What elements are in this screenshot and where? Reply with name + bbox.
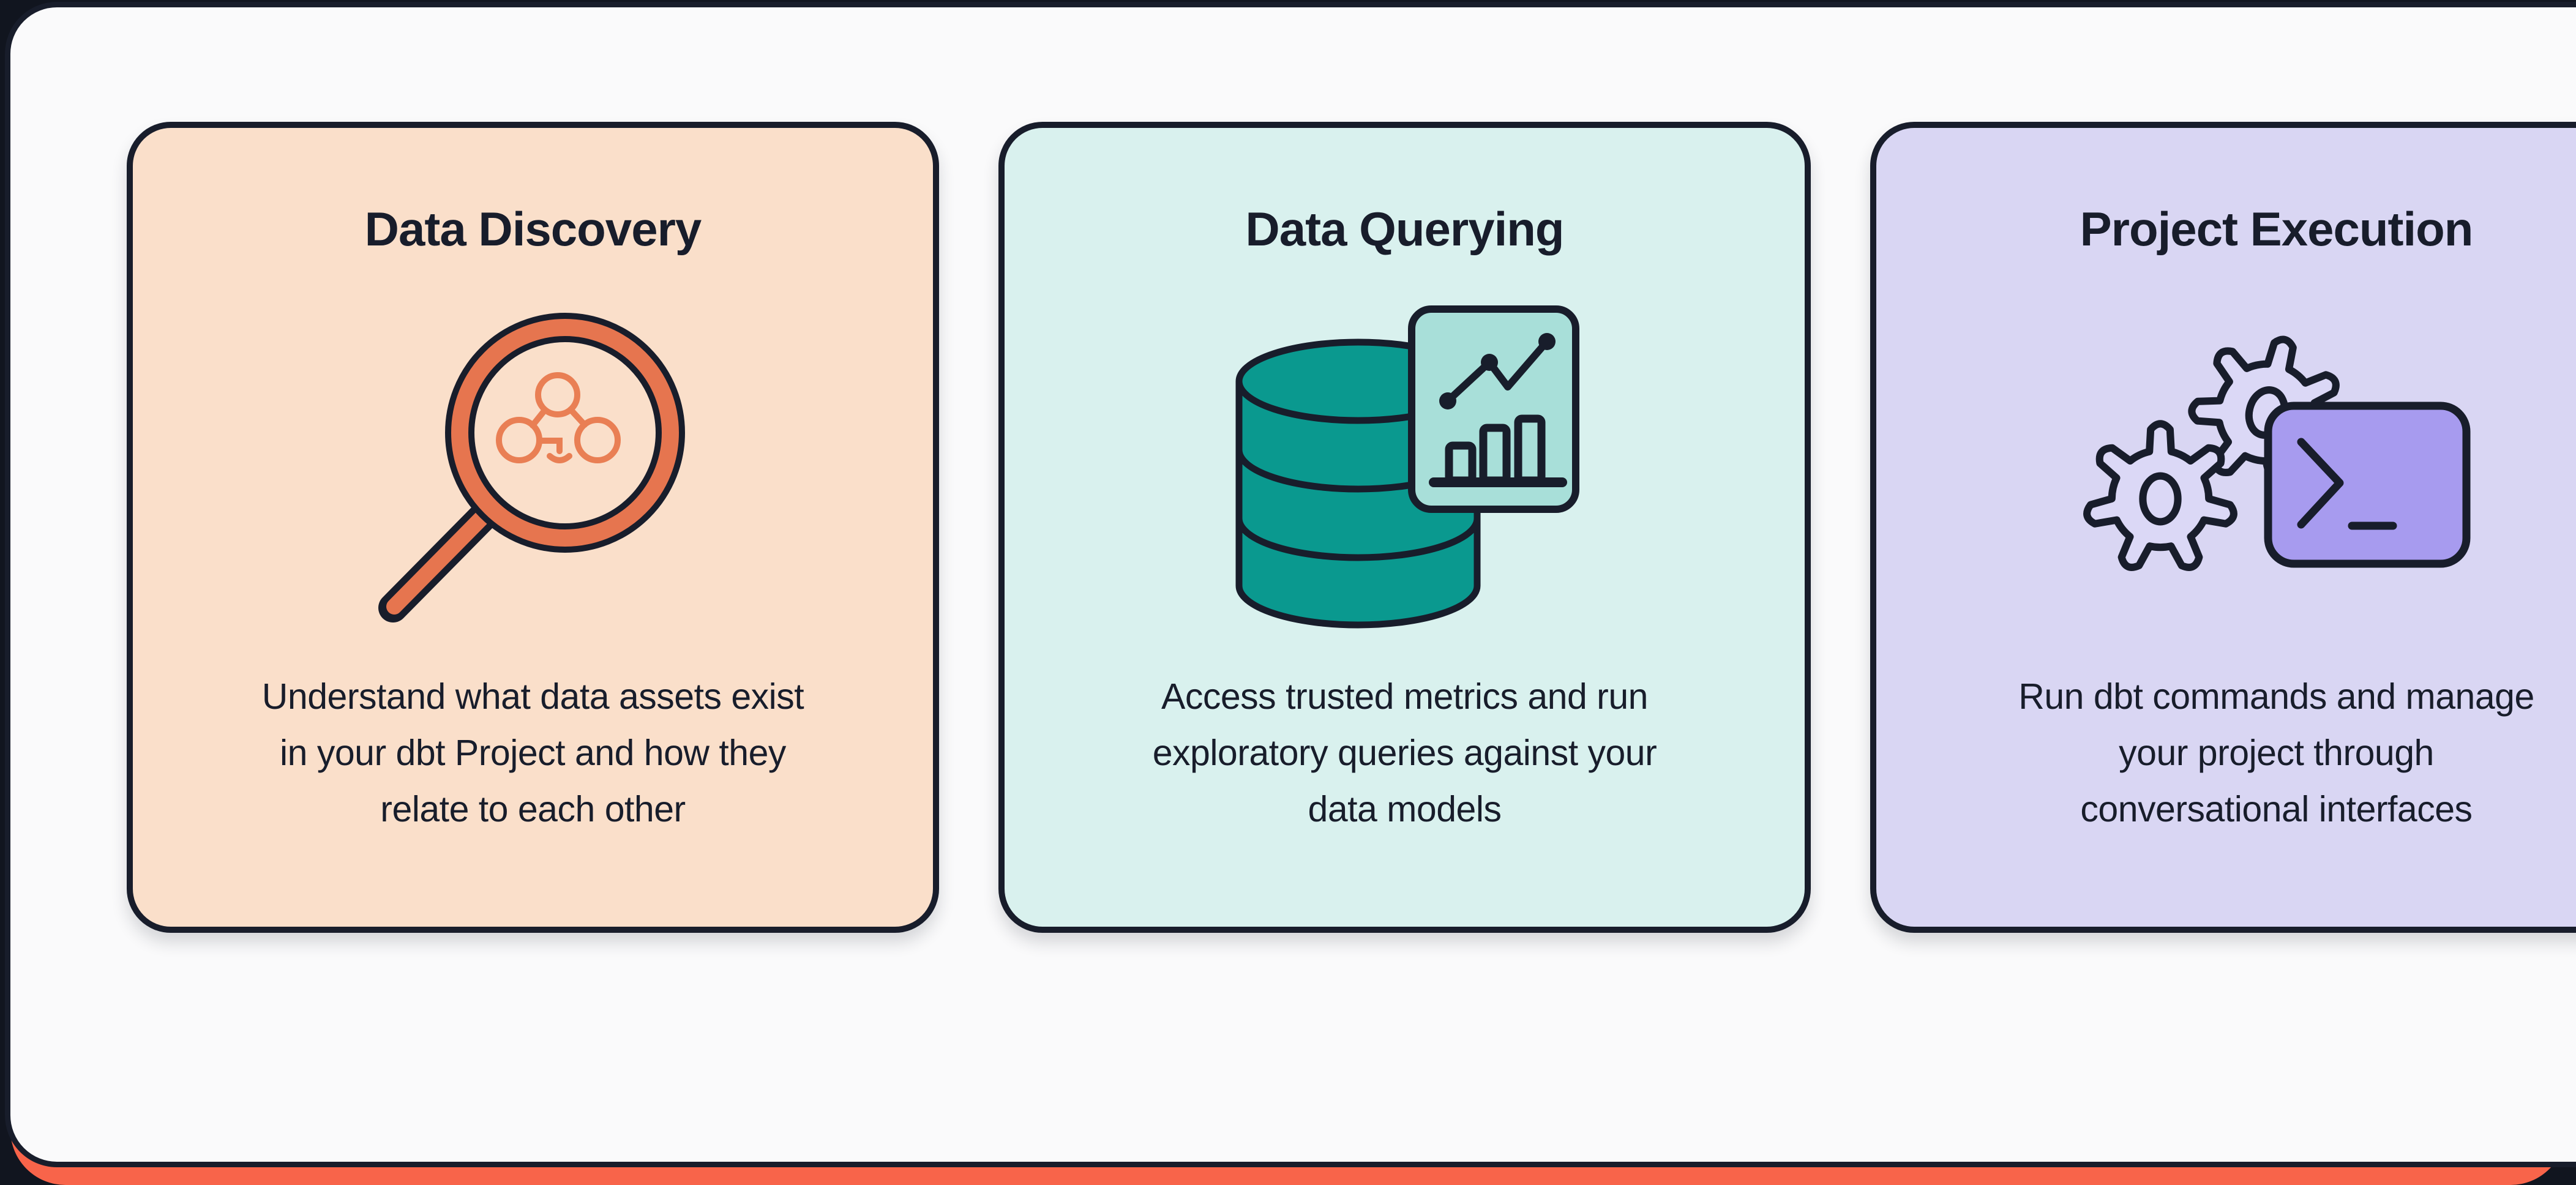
card-description: Access trusted metrics and run explorato… <box>1152 676 1657 829</box>
card-data-discovery: Data Discovery <box>127 122 939 933</box>
terminal-prompt-chevron <box>2297 438 2343 529</box>
card-title: Data Querying <box>1245 202 1564 256</box>
magnifier-lineage-icon <box>378 313 685 622</box>
card-icon-zone <box>1876 295 2576 638</box>
gear-icon <box>2087 424 2234 567</box>
card-icon-zone <box>133 295 933 638</box>
magnifier-ring <box>444 313 685 553</box>
card-description: Run dbt commands and manage your project… <box>2018 676 2534 829</box>
lineage-diagram <box>495 372 621 463</box>
lineage-node <box>534 372 580 417</box>
lineage-node <box>574 417 621 463</box>
line-chart-icon <box>1439 333 1556 409</box>
terminal-icon <box>2264 402 2470 568</box>
database-chart-icon <box>1235 305 1579 629</box>
card-description: Understand what data assets exist in you… <box>261 676 804 829</box>
main-panel: Data Discovery <box>5 2 2576 1167</box>
card-title: Data Discovery <box>364 202 702 256</box>
bar-chart-icon <box>1428 414 1567 487</box>
card-title: Project Execution <box>2080 202 2474 256</box>
card-project-execution: Project Execution <box>1870 122 2576 933</box>
report-panel <box>1407 305 1579 513</box>
magnifier-handle <box>378 499 501 622</box>
gears-terminal-icon <box>2078 323 2470 574</box>
card-data-querying: Data Querying <box>998 122 1811 933</box>
card-icon-zone <box>1005 295 1805 638</box>
